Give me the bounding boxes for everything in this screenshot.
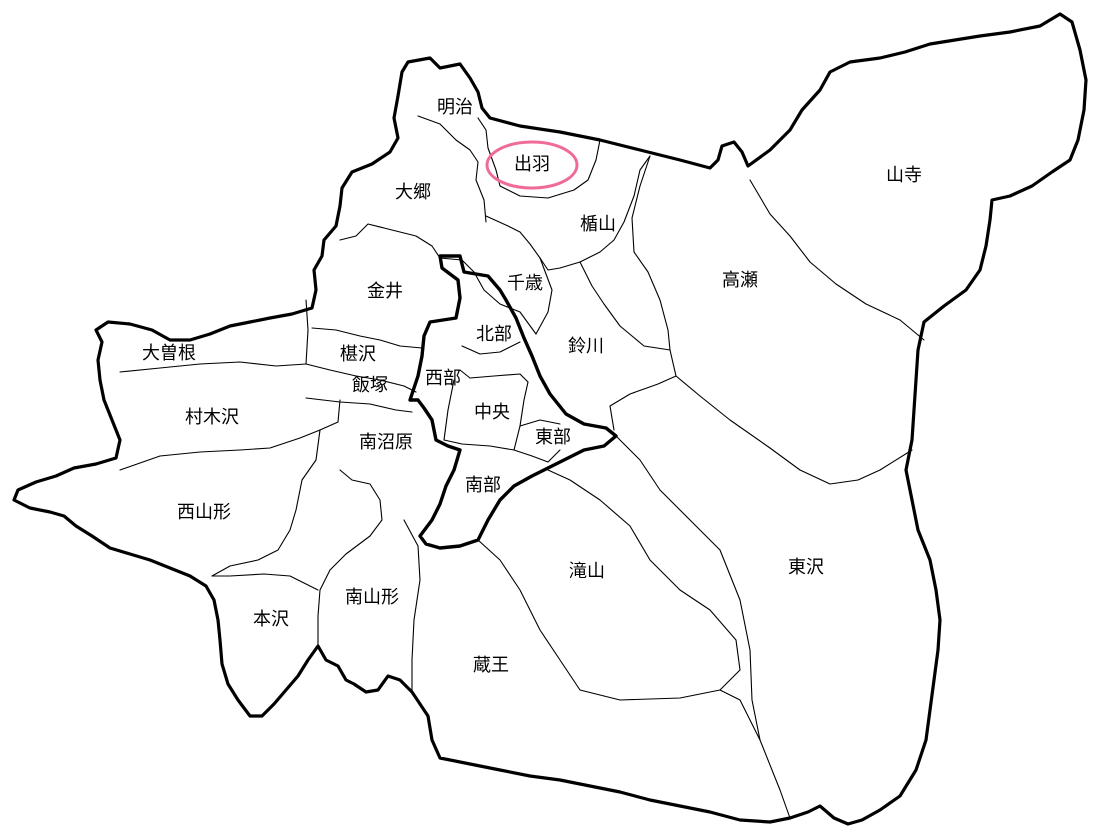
border-seibu-kanai bbox=[461, 341, 521, 355]
label-zao[interactable]: 蔵王 bbox=[473, 655, 509, 676]
border-nanbu-takiyama bbox=[477, 469, 741, 701]
border-osone-murakizawa bbox=[119, 361, 307, 373]
border-meiji-ogo bbox=[417, 115, 487, 223]
label-minamiyamagata[interactable]: 南山形 bbox=[345, 587, 399, 608]
label-minaminumahara[interactable]: 南沼原 bbox=[359, 432, 413, 453]
label-osone[interactable]: 大曽根 bbox=[142, 343, 196, 364]
label-kanai[interactable]: 金井 bbox=[367, 281, 403, 302]
border-minamiyamagata-zao bbox=[403, 519, 421, 693]
city-outer-boundary bbox=[12, 12, 1088, 826]
border-minaminumahara-nishiyamagata bbox=[211, 429, 321, 577]
label-hokubu[interactable]: 北部 bbox=[476, 324, 512, 345]
label-dewa[interactable]: 出羽 bbox=[514, 154, 550, 175]
central-area-boundary bbox=[408, 254, 618, 550]
border-zao-takiyama bbox=[719, 689, 761, 741]
label-motozawa[interactable]: 本沢 bbox=[253, 609, 289, 630]
label-nishiyamagata[interactable]: 西山形 bbox=[177, 502, 231, 523]
border-minaminumahara-minamiyamagata bbox=[317, 469, 383, 647]
border-kanai-chitose bbox=[473, 271, 537, 335]
label-nanbu[interactable]: 南部 bbox=[465, 475, 501, 496]
border-chitose-suzukawa bbox=[535, 257, 553, 335]
label-tobu[interactable]: 東部 bbox=[535, 427, 571, 448]
label-takase[interactable]: 高瀬 bbox=[722, 270, 758, 291]
label-takiyama[interactable]: 滝山 bbox=[569, 561, 605, 582]
label-tsukinokizawa[interactable]: 椹沢 bbox=[340, 344, 376, 365]
border-iizuka-minaminumahara bbox=[305, 397, 413, 413]
border-chuo-west bbox=[459, 369, 529, 383]
border-suzukawa-tateyama bbox=[579, 261, 671, 351]
border-dewa-tateyama bbox=[485, 155, 651, 271]
border-murakizawa-minaminumahara bbox=[319, 399, 341, 431]
label-chuo[interactable]: 中央 bbox=[474, 402, 510, 423]
label-chitose[interactable]: 千歳 bbox=[507, 273, 543, 294]
border-chuo-inner bbox=[443, 379, 529, 451]
highlight-ring bbox=[485, 140, 579, 190]
border-kanai-tsukinokizawa bbox=[311, 327, 423, 349]
label-suzukawa[interactable]: 鈴川 bbox=[568, 336, 604, 357]
border-tsukinokizawa-iizuka bbox=[305, 363, 417, 393]
border-chuo-tobu bbox=[519, 419, 561, 427]
label-seibu[interactable]: 西部 bbox=[425, 368, 461, 389]
label-murakizawa[interactable]: 村木沢 bbox=[185, 407, 239, 428]
label-ogo[interactable]: 大郷 bbox=[395, 182, 431, 203]
border-chuo-nanbu bbox=[513, 449, 561, 463]
border-murakizawa-nishiyamagata bbox=[119, 429, 321, 471]
label-higashizawa[interactable]: 東沢 bbox=[788, 557, 824, 578]
border-suzukawa-higashizawa bbox=[609, 349, 677, 431]
border-nishiyamagata-motozawa bbox=[211, 573, 319, 591]
border-takase-higashizawa bbox=[675, 375, 913, 485]
label-yamadera[interactable]: 山寺 bbox=[886, 165, 922, 186]
border-ogo-kanai bbox=[339, 223, 475, 273]
district-borders bbox=[119, 115, 925, 819]
label-tateyama[interactable]: 楯山 bbox=[580, 214, 616, 235]
label-iizuka[interactable]: 飯塚 bbox=[352, 375, 388, 396]
border-takase-yamadera bbox=[749, 179, 925, 341]
district-labels: 明治 出羽 山寺 大郷 楯山 高瀬 金井 千歳 北部 鈴川 大曽根 椹沢 西部 … bbox=[142, 97, 922, 676]
border-meiji-dewa bbox=[477, 117, 601, 199]
border-osone-tsukinokizawa bbox=[305, 299, 309, 365]
border-tateyama-takase bbox=[631, 155, 671, 351]
label-meiji[interactable]: 明治 bbox=[437, 97, 473, 118]
border-takiyama-higashizawa bbox=[611, 431, 791, 819]
